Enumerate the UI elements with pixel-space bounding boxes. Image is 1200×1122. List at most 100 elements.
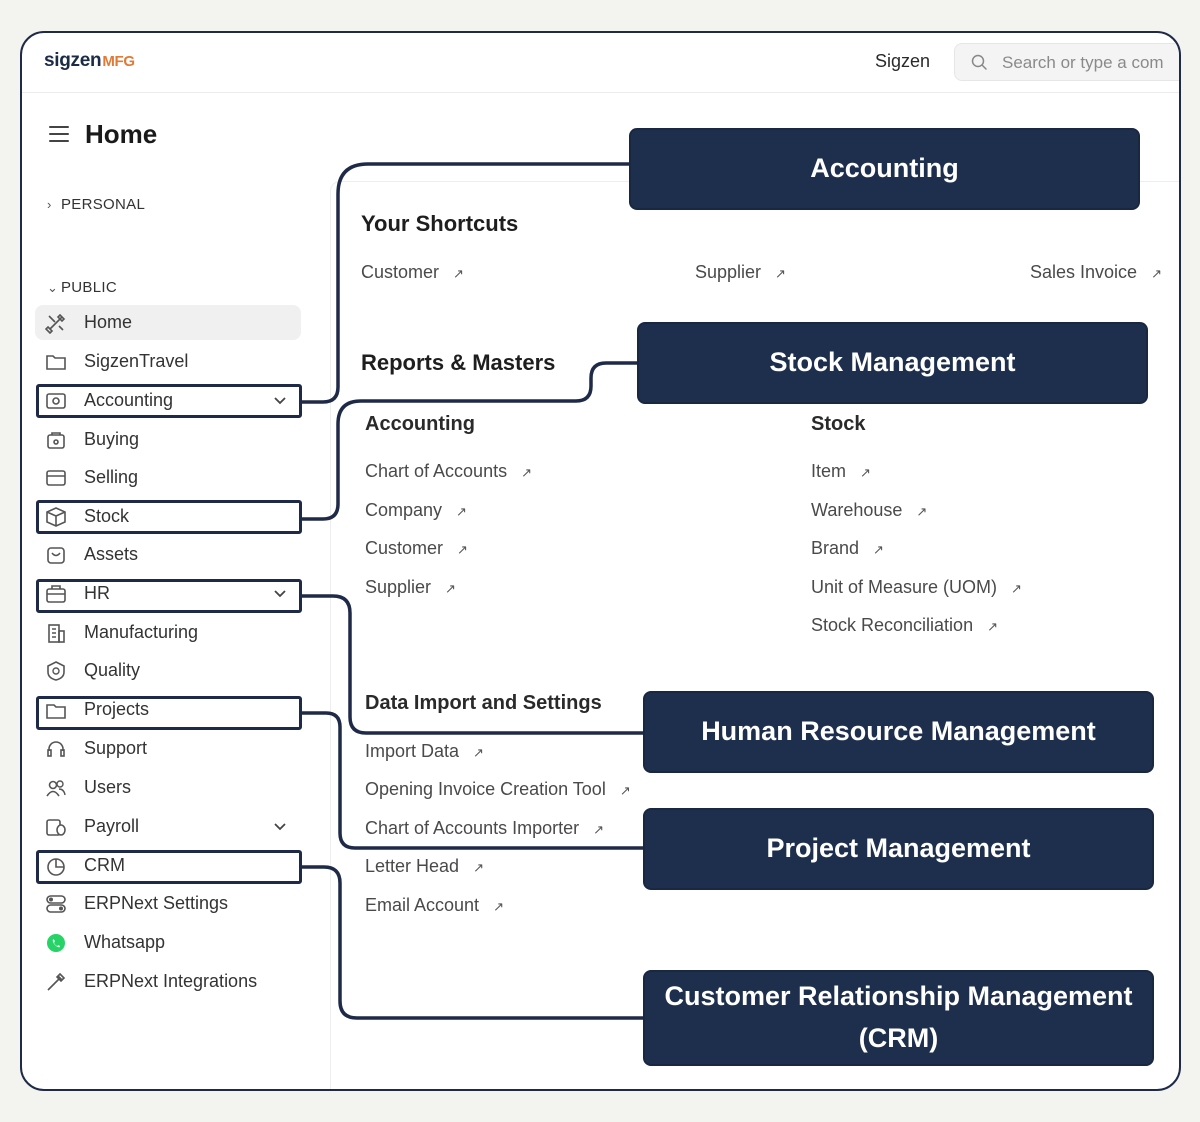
sidebar-item-users[interactable]: Users (35, 770, 301, 805)
link-opening-invoice-creation-tool[interactable]: Opening Invoice Creation Tool ↗ (365, 779, 631, 800)
highlight-hr (36, 579, 302, 613)
sidebar-item-support[interactable]: Support (35, 731, 301, 766)
sidebar-item-selling[interactable]: Selling (35, 460, 301, 495)
toggles-icon (46, 895, 66, 913)
sidebar-item-projects[interactable]: Projects (35, 692, 301, 727)
shortcut-supplier[interactable]: Supplier↗ (695, 262, 786, 283)
arrow-up-right-icon: ↗ (619, 783, 631, 798)
sidebar-item-label: SigzenTravel (84, 351, 189, 371)
arrow-up-right-icon: ↗ (473, 745, 484, 760)
sidebar-item-label: ERPNext Settings (84, 893, 229, 913)
callout-hr-label: Human Resource Management (701, 716, 1096, 747)
payroll-icon (46, 819, 66, 836)
link-label: Stock Reconciliation (811, 615, 974, 635)
arrow-up-right-icon: ↗ (493, 899, 504, 914)
sidebar-item-crm[interactable]: CRM (35, 848, 301, 883)
link-label: Company (365, 500, 443, 520)
link-customer[interactable]: Customer↗ (365, 538, 468, 559)
pie-chart-icon (47, 858, 65, 876)
accounting-icon (46, 393, 66, 409)
link-company[interactable]: Company ↗ (365, 500, 467, 521)
sidebar-item-assets[interactable]: Assets (35, 537, 301, 572)
link-stock-reconciliation[interactable]: Stock Reconciliation ↗ (811, 615, 998, 636)
user-name[interactable]: Sigzen (875, 51, 931, 71)
callout-stock-label: Stock Management (769, 347, 1016, 378)
link-chart-of-accounts-importer[interactable]: Chart of Accounts Importer ↗ (365, 818, 604, 839)
sidebar-item-accounting[interactable]: Accounting (35, 383, 301, 418)
link-label: Supplier (365, 577, 432, 597)
arrow-up-right-icon: ↗ (987, 619, 998, 634)
sidebar-item-erpnext-integrations[interactable]: ERPNext Integrations (35, 964, 301, 999)
connector-stock (302, 361, 638, 521)
link-import-data[interactable]: Import Data↗ (365, 741, 484, 762)
link-warehouse[interactable]: Warehouse↗ (811, 500, 927, 521)
sidebar-item-label: ERPNext Integrations (84, 971, 258, 991)
sidebar-item-label: Users (84, 777, 132, 797)
card-data-import-title: Data Import and Settings (365, 692, 602, 714)
callout-accounting-label: Accounting (810, 153, 959, 184)
link-brand[interactable]: Brand ↗ (811, 538, 884, 559)
projects-icon (46, 704, 66, 719)
arrow-up-right-icon: ↗ (1011, 581, 1022, 596)
highlight-accounting (36, 384, 302, 418)
connector-projects (302, 711, 644, 850)
link-label: Email Account (365, 895, 480, 915)
arrow-up-right-icon: ↗ (456, 504, 467, 519)
sidebar-item-quality[interactable]: Quality (35, 653, 301, 688)
arrow-up-right-icon: ↗ (473, 860, 484, 875)
section-public[interactable]: ⌄PUBLIC (47, 279, 117, 296)
chevron-down-icon[interactable] (273, 819, 287, 833)
link-label: Brand (811, 538, 860, 558)
sidebar-item-stock[interactable]: Stock (35, 499, 301, 534)
link-label: Chart of Accounts Importer (365, 818, 580, 838)
sidebar-item-label: Accounting (84, 390, 174, 410)
link-supplier[interactable]: Supplier↗ (365, 577, 456, 598)
link-email-account[interactable]: Email Account ↗ (365, 895, 504, 916)
sidebar-item-erpnext-settings[interactable]: ERPNext Settings (35, 886, 301, 921)
link-chart-of-accounts[interactable]: Chart of Accounts↗ (365, 461, 532, 482)
shortcut-customer[interactable]: Customer↗ (361, 262, 464, 283)
sidebar-item-whatsapp[interactable]: Whatsapp (35, 925, 301, 960)
section-public-label: PUBLIC (61, 279, 117, 296)
app-logo[interactable]: sigzenMFG (44, 50, 135, 72)
link-item[interactable]: Item↗ (811, 461, 871, 482)
section-personal-label: PERSONAL (61, 196, 146, 213)
search-bar[interactable]: Search or type a com (954, 43, 1179, 81)
link-label: Opening Invoice Creation Tool (365, 779, 606, 799)
sidebar-item-home[interactable]: Home (35, 305, 301, 340)
headset-icon (47, 741, 65, 757)
connector-accounting (302, 162, 630, 404)
shortcuts-title: Your Shortcuts (361, 211, 519, 236)
chevron-down-icon[interactable] (273, 393, 287, 407)
section-personal[interactable]: ›PERSONAL (47, 196, 145, 213)
callout-crm-label-line2: (CRM) (858, 1023, 939, 1053)
sidebar-item-sigzentravel[interactable]: SigzenTravel (35, 344, 301, 379)
arrow-up-right-icon: ↗ (457, 542, 468, 557)
sidebar-item-label: Quality (84, 660, 141, 680)
callout-stock-management: Stock Management (637, 322, 1148, 404)
plug-icon (47, 972, 66, 991)
logo-suffix: MFG (102, 53, 135, 70)
quality-icon (47, 661, 65, 681)
arrow-up-right-icon: ↗ (873, 542, 884, 557)
folder-icon (46, 355, 66, 370)
link-letter-head[interactable]: Letter Head↗ (365, 856, 484, 877)
menu-icon[interactable] (49, 126, 69, 142)
sidebar-item-label: Home (84, 312, 133, 332)
search-placeholder: Search or type a com (1002, 53, 1164, 72)
sidebar-item-manufacturing[interactable]: Manufacturing (35, 615, 301, 650)
callout-project-management: Project Management (643, 808, 1154, 890)
sidebar-item-buying[interactable]: Buying (35, 422, 301, 457)
shortcut-sales-invoice[interactable]: Sales Invoice↗ (1030, 262, 1162, 283)
callout-human-resource-management: Human Resource Management (643, 691, 1154, 773)
users-icon (46, 780, 66, 797)
sidebar-item-hr[interactable]: HR (35, 576, 301, 611)
sidebar-item-payroll[interactable]: Payroll (35, 809, 301, 844)
link-unit-of-measure-uom[interactable]: Unit of Measure (UOM) ↗ (811, 577, 1022, 598)
arrow-up-right-icon: ↗ (593, 822, 604, 837)
selling-icon (46, 470, 66, 486)
highlight-crm (36, 850, 302, 884)
highlight-projects (36, 696, 302, 730)
link-label: Unit of Measure (UOM) (811, 577, 998, 597)
chevron-down-icon[interactable] (273, 586, 287, 600)
